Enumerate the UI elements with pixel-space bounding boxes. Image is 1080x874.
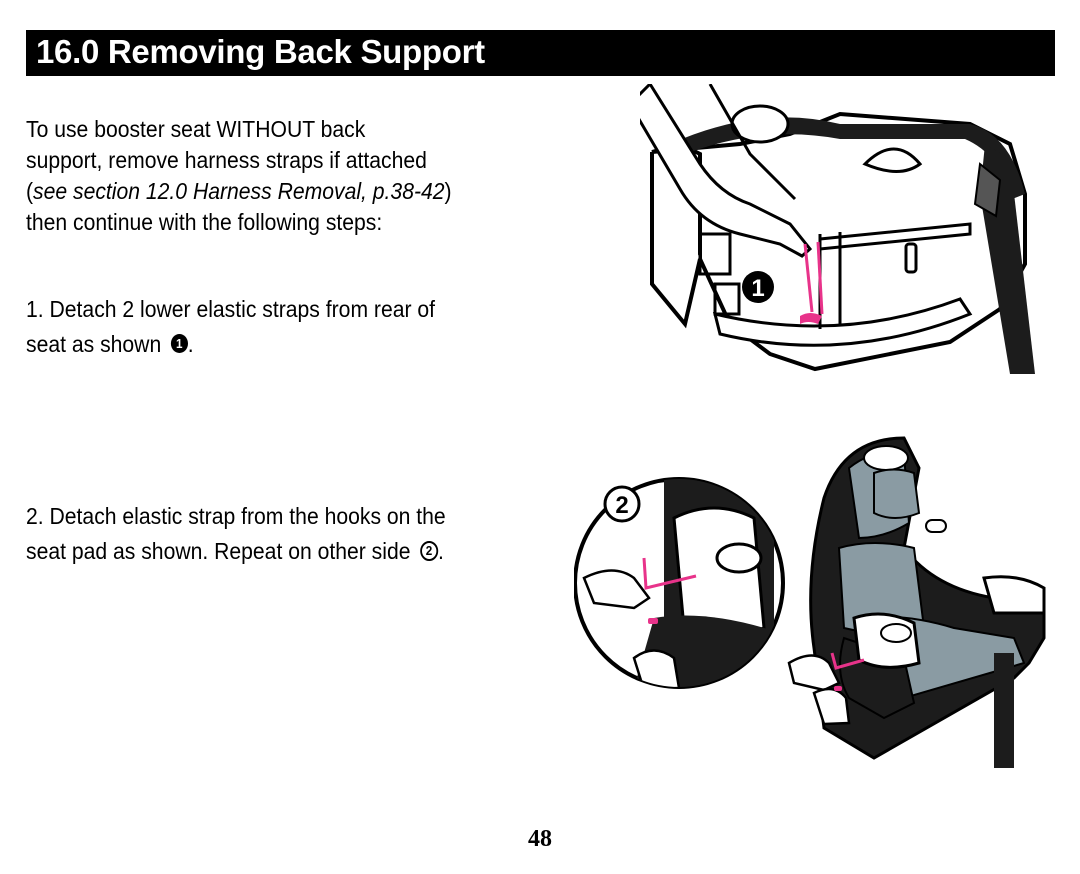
frame-slot-left (698, 232, 732, 276)
step-2-instruction: 2. Detach elastic strap from the hooks o… (26, 499, 530, 569)
step-2-illustration-marker (603, 485, 641, 523)
front-view-drawing: 2 (573, 436, 1046, 768)
rear-view-drawing: 1 (628, 81, 1035, 374)
seat-side-panel (650, 152, 702, 329)
front-strap (994, 653, 1014, 768)
left-cupholder (880, 623, 912, 643)
headrest-center (873, 468, 921, 519)
seat-back-rim (670, 117, 1025, 199)
elastic-strap-a (803, 243, 814, 313)
step-1-instruction: 1. Detach 2 lower elastic straps from re… (26, 292, 530, 362)
step-1-marker-icon: 1 (170, 334, 188, 354)
step-1-period: . (187, 331, 194, 357)
strap-hook-lower (800, 313, 822, 324)
strap-buckle (973, 162, 1002, 218)
page-number: 48 (528, 826, 552, 852)
step-2-period: . (437, 538, 444, 564)
section-reference: see section 12.0 Harness Removal, p.38-4… (33, 178, 445, 204)
intro-line-4: then continue with the following steps: (26, 209, 383, 235)
zoom-strap-hook (648, 618, 658, 624)
seat-base-frame (712, 297, 973, 347)
zoom-hand-upper (582, 569, 651, 610)
booster-seat-rear-illustration: 1 (628, 81, 1040, 384)
zoom-hand-lower (632, 649, 681, 687)
hand-upper (787, 654, 841, 692)
step-1-illustration-marker (742, 271, 774, 303)
frame-slot-lower (713, 282, 741, 316)
step-2-line-2: seat pad as shown. Repeat on other side … (26, 534, 530, 569)
intro-line-1: To use booster seat WITHOUT back (26, 116, 366, 142)
step-1-line-2: seat as shown 1. (26, 327, 530, 362)
strap-hook (834, 686, 842, 691)
intro-line-3: (see section 12.0 Harness Removal, p.38-… (26, 176, 494, 207)
frame-clip (904, 242, 918, 274)
step-2-illustration-number: 2 (615, 492, 628, 519)
zoom-cup (715, 542, 763, 574)
section-title-bar: 16.0 Removing Back Support (26, 30, 1055, 76)
arm-edge (708, 83, 797, 201)
right-armrest (982, 575, 1046, 615)
booster-seat-front-illustration: 2 (573, 428, 1054, 774)
headrest-adjust-handle (925, 519, 947, 533)
step-1-text: seat as shown (26, 331, 162, 357)
intro-paren-open: ( (26, 178, 34, 204)
step-2-line-1: 2. Detach elastic strap from the hooks o… (26, 503, 446, 529)
hand-lower (812, 687, 851, 726)
elastic-strap-b (816, 241, 824, 315)
intro-paragraph: To use booster seat WITHOUT back support… (26, 114, 494, 238)
arm-shape (628, 81, 813, 258)
step-1-illustration-number: 1 (751, 275, 764, 302)
step-2-text: seat pad as shown. Repeat on other side (26, 538, 411, 564)
elastic-strap (830, 652, 865, 670)
intro-paren-close: ) (444, 178, 452, 204)
step-1-line-1: 1. Detach 2 lower elastic straps from re… (26, 296, 436, 322)
section-title: 16.0 Removing Back Support (36, 33, 485, 70)
zoom-content (582, 479, 783, 687)
intro-line-2: support, remove harness straps if attach… (26, 147, 427, 173)
headrest-top (863, 445, 909, 471)
step-2-marker-icon: 2 (419, 540, 438, 561)
zoom-elastic-strap (642, 557, 697, 590)
cupholder-shape (862, 147, 923, 173)
